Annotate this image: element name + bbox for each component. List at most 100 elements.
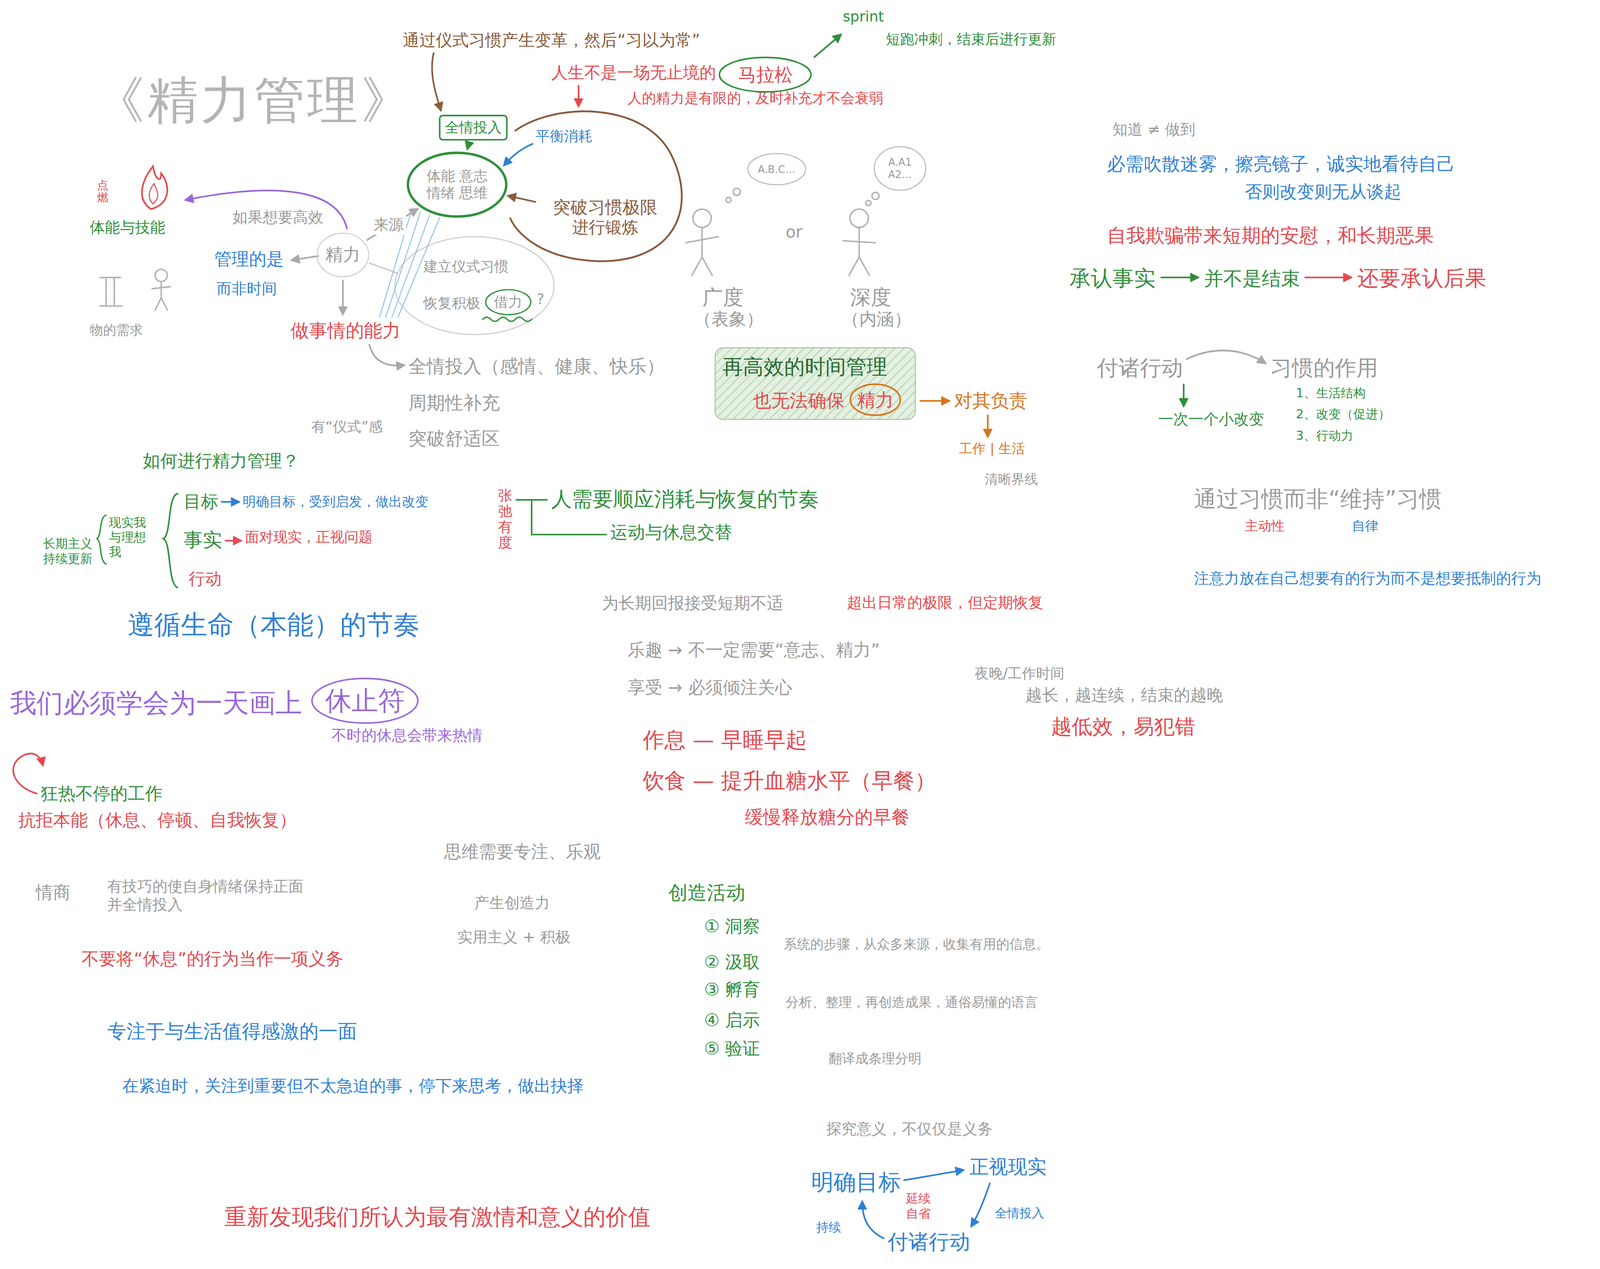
leader-arrow: [432, 53, 441, 111]
leader-arrow: [862, 1202, 884, 1239]
note-text: 持续: [816, 1220, 841, 1236]
leader-arrow: [814, 34, 841, 58]
note-text: 平衡消耗: [535, 127, 593, 145]
note-text: ② 汲取: [704, 952, 760, 973]
note-text: 为长期回报接受短期不适: [602, 593, 784, 614]
stick-figure: [865, 200, 871, 206]
sketch-node: 全情投入: [438, 114, 509, 142]
note-text: 自律: [1351, 518, 1379, 535]
stick-figure: [151, 281, 171, 310]
note-text: 有技巧的使自身情绪保持正面 并全情投入: [107, 877, 316, 915]
leader-arrow: [291, 256, 319, 261]
note-text: 现实我与理想我: [108, 515, 149, 560]
note-text: 工作 | 生活: [959, 440, 1026, 457]
sketch-node: 马拉松: [718, 56, 813, 93]
note-text: 通过习惯而非“维持”习惯: [1193, 485, 1442, 513]
leader-arrow: [1161, 276, 1199, 279]
leader-arrow: [13, 34, 1351, 1239]
note-text: 深度: [850, 285, 892, 310]
sketch-stroke: [395, 236, 555, 335]
node-outline: [747, 153, 806, 185]
sketch-node: 突破习惯极限进行锻炼: [538, 185, 672, 250]
leader-arrow: [1186, 350, 1266, 364]
leader-arrow: [369, 344, 405, 366]
note-text: 习惯的作用: [1270, 355, 1378, 381]
leader-arrow: [577, 85, 580, 107]
note-text: 注意力放在自己想要有的行为而不是想要抵制的行为: [1193, 569, 1542, 588]
note-text: 主动性: [1244, 518, 1285, 535]
note-text: ① 洞察: [704, 916, 760, 938]
stick-figure: [726, 197, 732, 203]
note-text: sprint: [842, 8, 885, 26]
note-text: 人的精力是有限的，及时补充才不会衰弱: [627, 89, 884, 107]
stick-figure: [692, 209, 711, 228]
note-text: 管理的是: [214, 249, 284, 270]
sketch-node: A.A1 A2…: [873, 146, 927, 191]
note-text: 遵循生命（本能）的节奏: [127, 609, 420, 642]
note-text: 重新发现我们所认为最有激情和意义的价值: [224, 1204, 651, 1232]
stick-figure: [842, 227, 876, 276]
node-text: 再高效的时间管理: [722, 355, 888, 380]
note-text: 周期性补充: [408, 391, 500, 414]
connector-label: 来源: [370, 214, 407, 235]
node-text: A.A1 A2…: [881, 156, 919, 181]
node-outline: [311, 678, 418, 724]
note-text: 建立仪式习惯: [423, 258, 509, 276]
note-text: 知道 ≠ 做到: [1112, 120, 1196, 139]
note-text: 越低效，易犯错: [1051, 715, 1196, 740]
node-outline: [316, 233, 369, 277]
note-text: 翻译成条理分明: [828, 1051, 922, 1068]
note-text: 情商: [35, 882, 71, 904]
node-outline: [485, 289, 532, 315]
note-text: 抗拒本能（休息、停顿、自我恢复）: [18, 810, 297, 831]
note-text: （内涵）: [841, 309, 912, 330]
node-text: 精力: [856, 389, 894, 412]
node-outline: [439, 115, 508, 140]
node-text: A.B.C…: [757, 163, 796, 176]
node-text: 全情投入: [444, 119, 502, 136]
note-text: 一次一个小改变: [1158, 410, 1264, 429]
note-text: 3、行动力: [1296, 428, 1354, 444]
note-text: 延续 自省: [905, 1191, 935, 1221]
sketch-node: A.B.C…: [747, 152, 807, 186]
sketch-stroke: [482, 317, 532, 322]
sketch-node: 借力: [484, 288, 532, 316]
sketch-node: 休止符: [310, 677, 419, 725]
note-text: 突破舒适区: [408, 427, 500, 450]
connector-arrow: [467, 143, 469, 149]
note-text: 张弛有度: [498, 487, 513, 551]
note-text: 付诸行动: [1096, 355, 1183, 381]
note-text: ④ 启示: [704, 1010, 760, 1031]
leader-arrow: [185, 190, 348, 229]
stick-figure: [733, 188, 741, 196]
leader-arrow: [221, 501, 239, 504]
node-outline: [873, 146, 926, 190]
note-text: ⑤ 验证: [704, 1038, 760, 1060]
note-text: 实用主义 + 积极: [457, 928, 571, 947]
note-text: 专注于与生活值得感激的一面: [107, 1020, 358, 1044]
note-text: 体能与技能: [89, 218, 166, 237]
note-text: 广度: [702, 285, 744, 310]
note-text: 2、改变（促进）: [1296, 406, 1391, 422]
note-text: 系统的步骤，从众多来源，收集有用的信息。: [783, 936, 1050, 953]
note-text: 夜晚/工作时间: [974, 665, 1065, 683]
note-text: 分析、整理，再创造成果，通俗易懂的语言: [785, 994, 1038, 1011]
note-text: ③ 孵育: [704, 979, 760, 1001]
note-text: 有“仪式”感: [311, 418, 383, 436]
note-text: 探究意义，不仅仅是义务: [826, 1120, 993, 1139]
note-text: 如何进行精力管理？: [142, 450, 300, 472]
sketch-node: 精力: [849, 383, 902, 417]
node-outline: [850, 384, 901, 416]
note-text: 否则改变则无从谈起: [1244, 181, 1402, 203]
note-text: 物的需求: [89, 322, 143, 339]
note-text: 如果想要高效: [232, 208, 324, 227]
note-text: 通过仪式习惯产生变革，然后“习以为常”: [402, 30, 700, 51]
note-text: 人需要顺应消耗与恢复的节奏: [551, 487, 819, 512]
note-text: 饮食 — 提升血糖水平（早餐）: [642, 768, 937, 794]
sketch-stroke: [97, 111, 683, 588]
node-outline: [715, 347, 916, 420]
leader-arrow: [341, 280, 344, 315]
sketch-stroke: [141, 166, 168, 210]
stick-figure: [872, 192, 880, 200]
